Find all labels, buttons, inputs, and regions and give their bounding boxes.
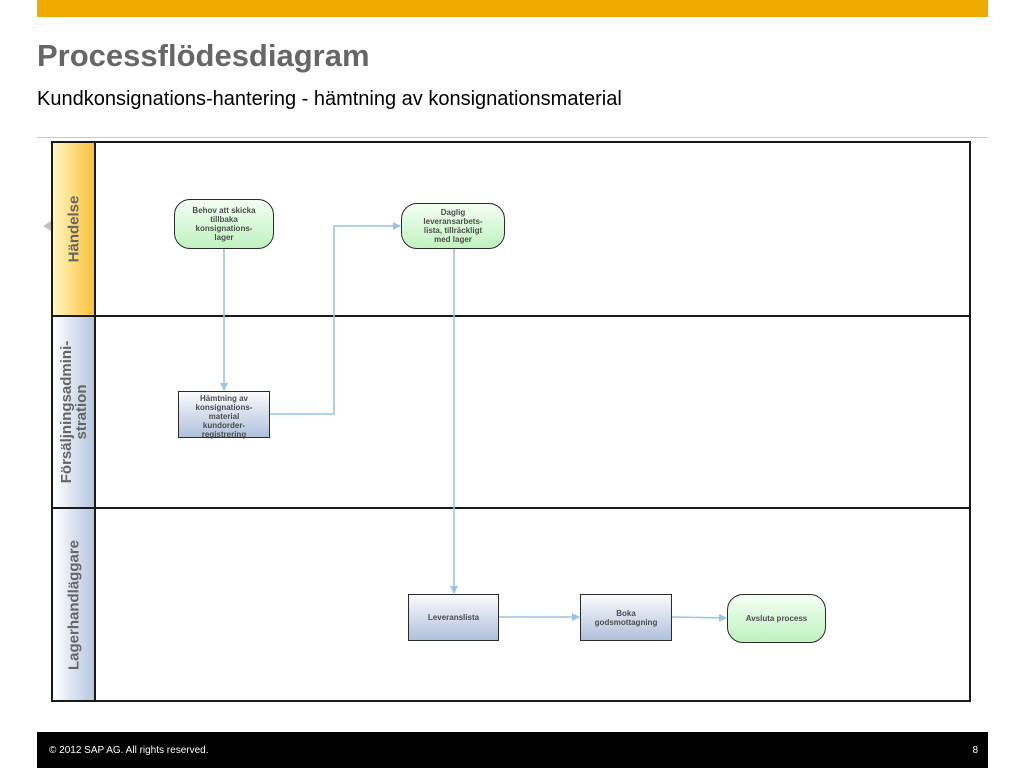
node-text: Avsluta process: [745, 614, 808, 623]
node-hamtning-kundorderregistrering: Hämtning av konsignations- material kund…: [178, 391, 270, 439]
node-behov-att-skicka-tillbaka: Behov att skicka tillbaka konsignations-…: [174, 199, 274, 249]
node-text: Behov att skicka tillbaka konsignations-…: [192, 206, 256, 242]
footer-bar: © 2012 SAP AG. All rights reserved. 8: [37, 732, 988, 768]
page-title: Processflödesdiagram: [37, 38, 370, 73]
lane-label-line: Händelse: [65, 195, 82, 263]
lane-lager: Lagerhandläggare: [53, 507, 969, 700]
node-text: Daglig leveransarbets- lista, tillräckli…: [423, 208, 483, 244]
footer-copyright: © 2012 SAP AG. All rights reserved.: [49, 745, 209, 756]
node-leveranslista: Leveranslista: [408, 594, 499, 641]
lane-label-lager: Lagerhandläggare: [65, 539, 82, 670]
previous-arrow-icon: [43, 221, 51, 231]
lane-label-line: Försäljningsadmini-: [57, 340, 75, 484]
node-boka-godsmottagning: Boka godsmottagning: [580, 594, 672, 641]
lane-label-forsaljning: Försäljningsadmini- stration: [57, 340, 90, 484]
lane-label-handelse: Händelse: [65, 195, 82, 263]
node-text: Leveranslista: [427, 613, 480, 622]
node-text: Boka godsmottagning: [594, 608, 658, 627]
swimlane-diagram: Händelse Försäljningsadmini- stration La…: [51, 141, 971, 702]
node-avsluta-process: Avsluta process: [727, 594, 826, 643]
lane-header-handelse: Händelse: [53, 143, 96, 315]
node-daglig-leveransarbetslista: Daglig leveransarbets- lista, tillräckli…: [401, 203, 505, 249]
footer-page-number: 8: [972, 745, 978, 756]
lane-forsaljning: Försäljningsadmini- stration: [53, 315, 969, 507]
page-subtitle: Kundkonsignations-hantering - hämtning a…: [37, 88, 622, 110]
title-divider: [37, 137, 988, 138]
top-accent-bar: [37, 0, 988, 17]
lane-label-line: stration: [72, 384, 90, 440]
lane-header-lager: Lagerhandläggare: [53, 509, 96, 700]
lane-header-forsaljning: Försäljningsadmini- stration: [53, 317, 96, 507]
node-text: Hämtning av konsignations- material kund…: [195, 394, 253, 439]
lane-handelse: Händelse: [53, 143, 969, 315]
lane-label-line: Lagerhandläggare: [65, 539, 82, 670]
